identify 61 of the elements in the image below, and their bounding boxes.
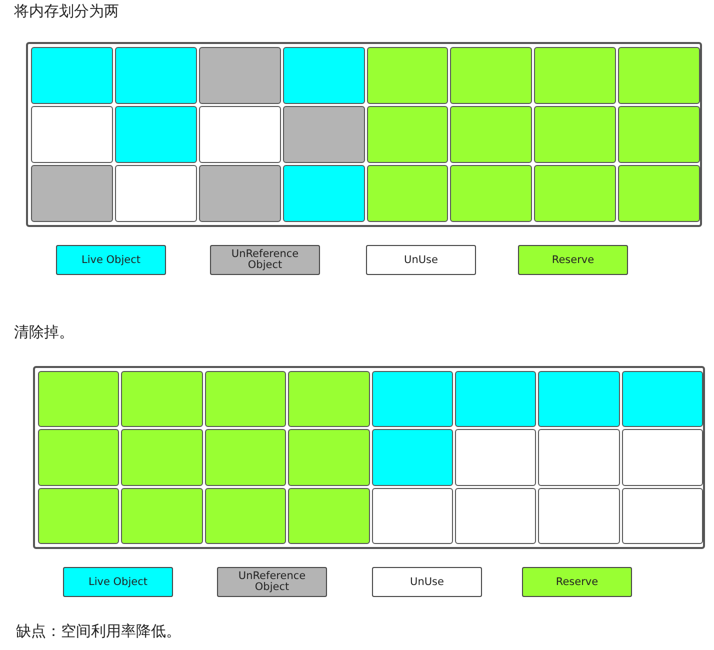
memory-block [454,371,536,428]
memory-block [450,165,532,222]
memory-block [198,165,281,222]
heading-text: 将内存划分为两 [14,2,119,21]
note-text: 缺点：空间利用率降低。 [16,622,181,641]
memory-grid [33,366,705,549]
memory-block [121,429,203,486]
memory-block [288,371,370,428]
memory-block [366,106,448,163]
memory-block [538,429,620,486]
memory-block [121,488,203,544]
memory-block [454,429,536,486]
legend-label: Reserve [550,252,596,268]
memory-block [372,371,453,428]
heading-text: 清除掉。 [14,323,74,342]
memory-block [622,429,703,486]
memory-block [204,429,286,486]
memory-block [366,47,448,104]
memory-block [622,371,703,428]
legend-label: Reserve [554,574,600,590]
memory-block [534,47,616,104]
memory-block [121,371,203,428]
memory-block [538,371,620,428]
memory-block [534,165,616,222]
memory-block [282,106,364,163]
memory-block [372,488,453,544]
memory-grid [26,42,702,227]
memory-block [366,165,448,222]
legend-label: UnReference Object [230,248,300,272]
legend-label: UnUse [409,574,445,590]
memory-block [288,429,370,486]
memory-block [31,165,113,222]
memory-block [204,371,286,428]
memory-block [204,488,286,544]
memory-block [372,429,453,486]
memory-block [114,165,197,222]
memory-block [38,429,120,486]
memory-block [38,488,120,544]
memory-block [31,106,113,163]
legend-label: Live Object [80,252,142,268]
memory-block [622,488,703,544]
memory-block [454,488,536,544]
memory-block [450,47,532,104]
memory-block [198,106,281,163]
legend-label: UnReference Object [237,570,307,594]
memory-block [288,488,370,544]
memory-block [114,47,197,104]
memory-block [198,47,281,104]
legend-label: Live Object [88,574,148,590]
memory-block [618,165,700,222]
memory-block [618,47,700,104]
memory-block [450,106,532,163]
memory-block [534,106,616,163]
memory-block [282,165,364,222]
legend-label: UnUse [403,252,439,268]
memory-block [38,371,120,428]
memory-block [282,47,364,104]
memory-block [538,488,620,544]
memory-block [618,106,700,163]
memory-block [114,106,197,163]
memory-block [31,47,113,104]
